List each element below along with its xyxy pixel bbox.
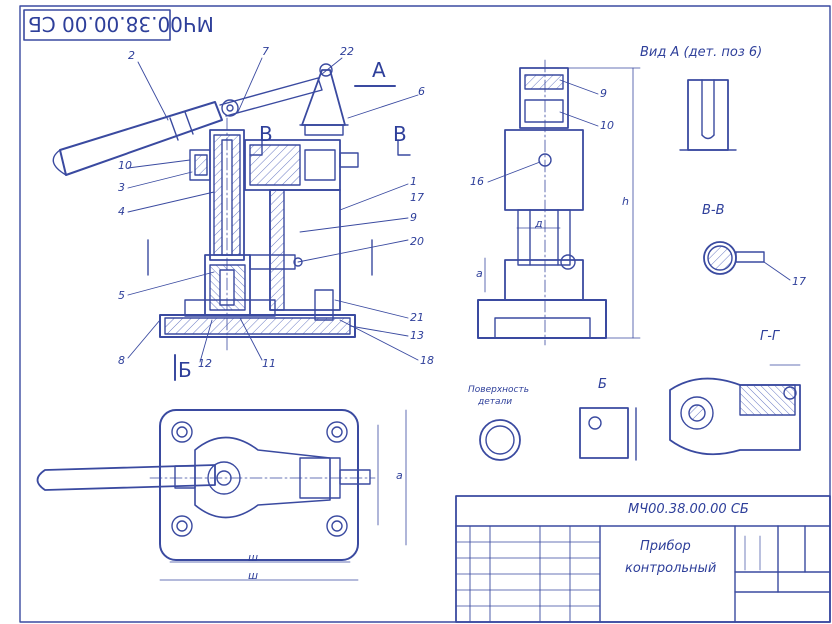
section-gg (669, 364, 801, 456)
callout-10: 10 (118, 159, 132, 172)
callout-7: 7 (262, 45, 269, 58)
side-view (477, 59, 641, 346)
callout-5: 5 (118, 289, 125, 302)
dim-width: ш (248, 551, 259, 564)
detail-callout-17: 17 (792, 275, 806, 288)
plan-view (36, 409, 407, 581)
section-bb (703, 241, 791, 281)
section-bb-title: В-В (702, 203, 725, 218)
title-block-frame (455, 495, 831, 623)
view-a-detail (679, 79, 737, 151)
callout-18: 18 (420, 354, 434, 367)
sheet-frame (19, 5, 831, 623)
side-dim-small: а (476, 267, 483, 280)
detail-surface-label-2: детали (478, 397, 513, 407)
callout-9: 9 (410, 211, 417, 224)
base-plate (159, 314, 356, 338)
handle-lever (59, 101, 223, 176)
detail-surface (479, 419, 521, 461)
view-b-title: Б (598, 377, 607, 392)
dim-width-2: ш (248, 569, 259, 582)
callout-20: 20 (410, 235, 424, 248)
callout-1: 1 (410, 175, 417, 188)
section-gg-title: Г-Г (760, 329, 780, 344)
dim-height: а (396, 469, 403, 482)
callout-11: 11 (262, 357, 276, 370)
side-callout-9: 9 (600, 87, 607, 100)
section-b-left-label: В (259, 122, 273, 146)
view-b-arrow-label: Б (178, 358, 192, 382)
title-block-name-2: контрольный (625, 561, 717, 576)
front-view (52, 63, 411, 381)
callout-13: 13 (410, 329, 424, 342)
plan-handle (36, 464, 216, 491)
callout-2: 2 (128, 49, 135, 62)
view-a-title: Вид А (дет. поз 6) (640, 45, 763, 60)
callout-12: 12 (198, 357, 212, 370)
callout-6: 6 (418, 85, 425, 98)
callout-4: 4 (118, 205, 125, 218)
callout-22: 22 (340, 45, 354, 58)
callout-8: 8 (118, 354, 125, 367)
side-dim-w: д (535, 217, 543, 230)
title-block-designation: МЧ00.38.00.00 СБ (628, 502, 749, 517)
callout-3: 3 (118, 181, 125, 194)
detail-surface-label-1: Поверхность (468, 385, 530, 395)
callout-21: 21 (410, 311, 424, 324)
inverted-designation: МЧ00.38.00.00 СБ (28, 12, 214, 36)
view-b-detail (579, 407, 637, 461)
side-dim-h: h (622, 195, 629, 208)
side-callout-10: 10 (600, 119, 614, 132)
title-block-name-1: Прибор (640, 539, 691, 554)
callout-17: 17 (410, 191, 424, 204)
leader-lines (127, 57, 419, 363)
cone-indicator (301, 69, 346, 126)
side-callout-16: 16 (470, 175, 484, 188)
section-b-right-label: В (393, 122, 407, 146)
view-a-arrow-label: А (372, 58, 386, 82)
